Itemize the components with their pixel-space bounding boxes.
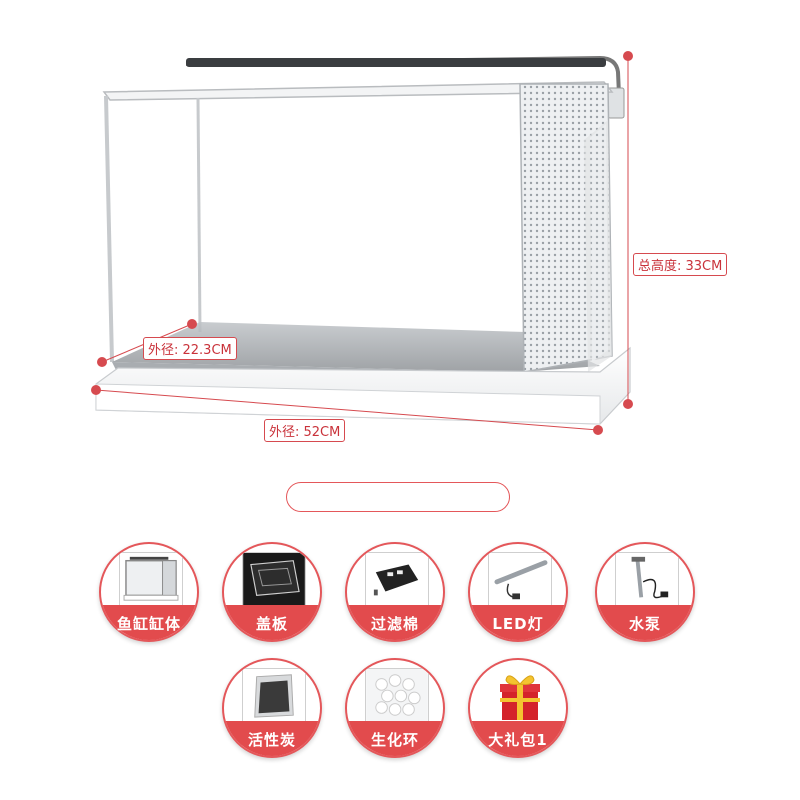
water-pump-icon — [615, 552, 679, 606]
accessory-item: 鱼缸缸体 — [99, 542, 199, 642]
tank-illustration: 总高度: 33CM 外径: 22.3CM 外径: 52CM — [91, 51, 728, 442]
accessory-item: 大礼包1 — [468, 658, 568, 758]
gift-box-icon — [488, 668, 552, 722]
depth-dimension-label: 外径: 22.3CM — [143, 337, 237, 360]
accessory-item: LED灯 — [468, 542, 568, 642]
accessory-item: 水泵 — [595, 542, 695, 642]
filter-cotton-icon — [365, 552, 429, 606]
accessory-item: 活性炭 — [222, 658, 322, 758]
accessory-label: LED灯 — [492, 615, 544, 633]
accessory-label: 过滤棉 — [370, 615, 419, 633]
accessory-label: 活性炭 — [247, 731, 296, 749]
section-banner — [286, 482, 510, 512]
cover-plate-icon — [242, 552, 306, 606]
accessory-label: 大礼包1 — [488, 731, 548, 749]
led-bar-icon — [185, 55, 625, 119]
height-dimension-label: 总高度: 33CM — [633, 253, 728, 276]
led-light-icon — [488, 552, 552, 606]
activated-carbon-icon — [242, 668, 306, 722]
accessory-label: 生化环 — [370, 731, 419, 749]
accessory-label: 鱼缸缸体 — [116, 615, 181, 633]
aquarium-tank-icon — [91, 51, 633, 435]
accessory-item: 过滤棉 — [345, 542, 445, 642]
accessory-label: 盖板 — [255, 615, 288, 633]
width-dimension-label: 外径: 52CM — [264, 419, 346, 442]
accessory-item: 生化环 — [345, 658, 445, 758]
tank-body-icon — [119, 552, 183, 606]
dimension-lines — [91, 51, 633, 435]
accessory-label: 水泵 — [628, 615, 661, 633]
accessory-item: 盖板 — [222, 542, 322, 642]
bio-ring-icon — [365, 668, 429, 722]
